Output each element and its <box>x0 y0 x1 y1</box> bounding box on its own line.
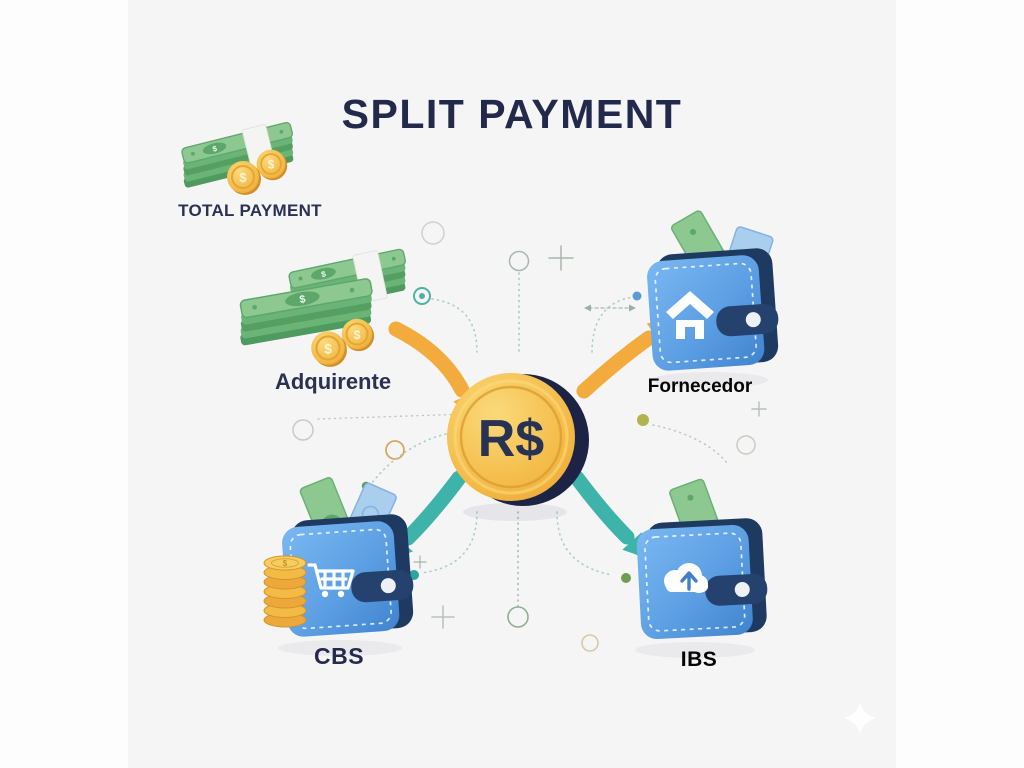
flow-arrows <box>387 320 674 562</box>
svg-text:$: $ <box>283 559 288 568</box>
house-icon <box>666 291 714 339</box>
label-total-payment: TOTAL PAYMENT <box>178 201 322 220</box>
coin-currency: R$ <box>478 410 545 468</box>
cbs-wallet-icon: $ $ <box>263 477 418 656</box>
page-title: SPLIT PAYMENT <box>341 91 683 138</box>
label-fornecedor: Fornecedor <box>647 376 753 397</box>
label-ibs: IBS <box>680 648 718 671</box>
cloud-upload-icon <box>664 563 708 593</box>
label-cbs: CBS <box>313 643 365 669</box>
ibs-wallet-icon: $ <box>634 478 771 658</box>
background-decorations <box>292 221 876 734</box>
paper-icon <box>647 498 684 528</box>
label-adquirente: Adquirente <box>274 369 392 394</box>
central-coin-icon: R$ <box>447 373 589 521</box>
coin-stack-icon: $ <box>263 555 307 628</box>
sparkle-icon <box>844 702 876 734</box>
shopping-cart-icon <box>307 563 355 598</box>
fornecedor-wallet-icon: $ <box>644 210 783 388</box>
